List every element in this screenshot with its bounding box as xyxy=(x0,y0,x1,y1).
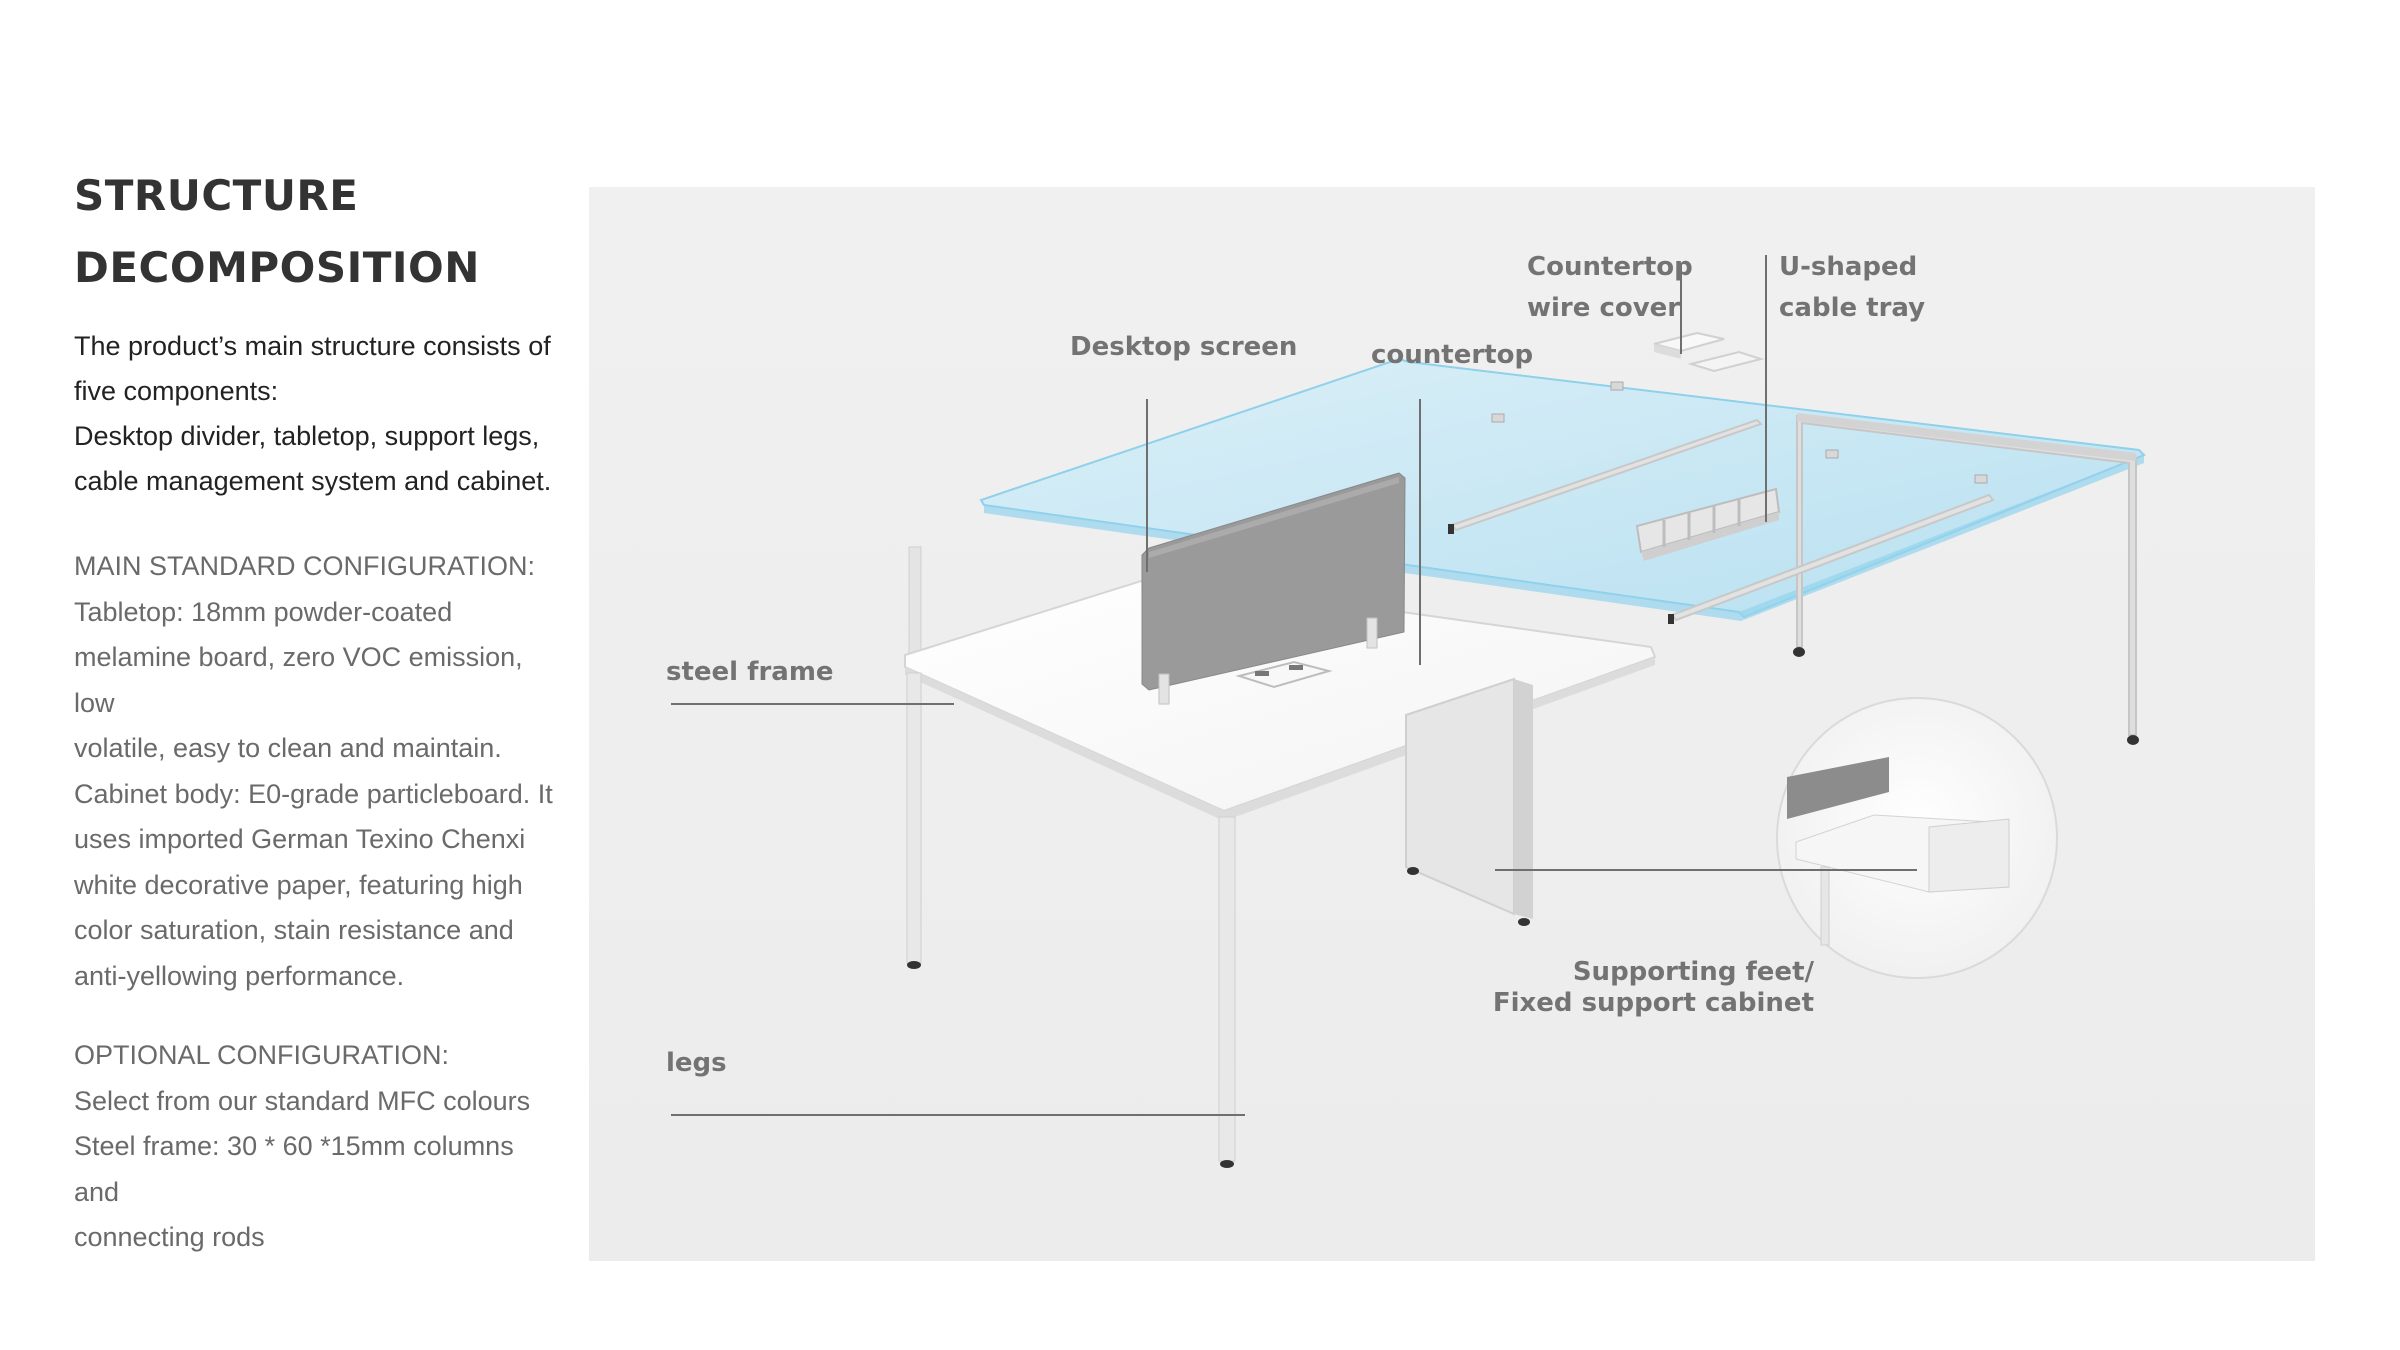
desk-top-edge xyxy=(905,657,1655,821)
label-text: Countertop xyxy=(1527,252,1693,282)
clip xyxy=(1974,474,1988,484)
clip xyxy=(1825,449,1839,459)
u-shaped-cable-tray xyxy=(1635,487,1781,561)
frame-rail-top xyxy=(1796,413,2137,461)
intro-line: The product’s main structure consists of xyxy=(74,331,551,361)
optional-configuration: OPTIONAL CONFIGURATION: Select from our … xyxy=(74,1033,564,1261)
assembled-desk xyxy=(904,472,1657,1168)
label-text: Supporting feet/ xyxy=(1572,957,1814,987)
foot xyxy=(1407,867,1419,875)
cross-rail-left xyxy=(1450,418,1763,532)
label-text: cable tray xyxy=(1779,293,1926,323)
label-legs: legs xyxy=(666,1043,727,1084)
frame-rail-back xyxy=(1796,415,2137,736)
label-text: U-shaped xyxy=(1779,252,1918,282)
rail-end-cap xyxy=(1448,524,1454,534)
label-text: Fixed support cabinet xyxy=(1492,988,1814,1018)
intro-paragraph: The product’s main structure consists of… xyxy=(74,324,564,504)
optional-config-line: Steel frame: 30 * 60 *15mm columns and xyxy=(74,1131,514,1207)
rail-end-cap xyxy=(1668,614,1674,624)
exploded-view-panel: Desktop screen countertop Countertop wir… xyxy=(589,187,2315,1261)
configuration-section: MAIN STANDARD CONFIGURATION: Tabletop: 1… xyxy=(74,544,564,1261)
clip xyxy=(1491,413,1505,423)
leg xyxy=(1218,816,1236,1162)
foot xyxy=(1220,1160,1234,1168)
desktop-screen xyxy=(1141,472,1406,705)
main-config-line: anti-yellowing performance. xyxy=(74,960,405,991)
main-config-line: white decorative paper, featuring high xyxy=(74,869,523,900)
label-supporting-feet: Supporting feet/ Fixed support cabinet xyxy=(1489,957,1814,1019)
desk-wire-slot xyxy=(1289,665,1303,670)
foot xyxy=(1518,918,1530,926)
label-steel-frame: steel frame xyxy=(666,652,834,693)
leg xyxy=(906,672,922,964)
main-config-heading: MAIN STANDARD CONFIGURATION: xyxy=(74,551,536,581)
foot xyxy=(2127,735,2139,745)
optional-config-heading: OPTIONAL CONFIGURATION: xyxy=(74,1040,450,1070)
label-countertop-wire-cover: Countertop wire cover xyxy=(1527,247,1693,329)
main-config-line: uses imported German Texino Chenxi xyxy=(74,824,526,854)
label-text: legs xyxy=(666,1048,727,1078)
label-u-shaped-cable-tray: U-shaped cable tray xyxy=(1779,247,1925,329)
label-desktop-screen: Desktop screen xyxy=(1070,327,1297,368)
main-config-line: volatile, easy to clean and maintain. xyxy=(74,733,502,763)
desk-wire-cover xyxy=(1235,660,1333,689)
intro-line: five components: xyxy=(74,376,279,406)
cross-rail-right xyxy=(1670,493,1995,622)
foot xyxy=(1793,647,1805,657)
desk-illustration xyxy=(671,255,2146,1168)
countertop-wire-cover xyxy=(1653,331,1765,373)
main-config-line: Tabletop: 18mm powder-coated xyxy=(74,596,453,627)
foot xyxy=(907,961,921,969)
optional-config-line: connecting rods xyxy=(74,1222,265,1252)
support-cabinet xyxy=(1405,677,1515,916)
cabinet-detail-inset xyxy=(1776,697,2058,979)
main-config-line: melamine board, zero VOC emission, low xyxy=(74,642,523,718)
intro-line: cable management system and cabinet. xyxy=(74,466,552,496)
label-text: wire cover xyxy=(1527,293,1681,323)
optional-config-line: Select from our standard MFC colours xyxy=(74,1085,531,1116)
title-line-2: DECOMPOSITION xyxy=(74,243,480,292)
label-countertop: countertop xyxy=(1371,335,1533,376)
label-text: Desktop screen xyxy=(1070,332,1298,362)
leader-lines xyxy=(671,255,1917,1116)
intro-line: Desktop divider, tabletop, support legs, xyxy=(74,421,540,451)
text-column: STRUCTURE DECOMPOSITION The product’s ma… xyxy=(74,160,564,1261)
title-line-1: STRUCTURE xyxy=(74,171,359,220)
main-config-line: Cabinet body: E0-grade particleboard. It xyxy=(74,778,553,809)
main-config-line: color saturation, stain resistance and xyxy=(74,915,514,945)
desk-wire-slot xyxy=(1255,671,1269,676)
exploded-assembly xyxy=(979,331,2146,745)
page-title: STRUCTURE DECOMPOSITION xyxy=(74,160,564,304)
label-text: countertop xyxy=(1371,340,1534,370)
main-configuration: MAIN STANDARD CONFIGURATION: Tabletop: 1… xyxy=(74,544,564,999)
clip xyxy=(1610,381,1624,391)
support-cabinet-side xyxy=(1514,679,1533,919)
label-text: steel frame xyxy=(666,657,834,687)
